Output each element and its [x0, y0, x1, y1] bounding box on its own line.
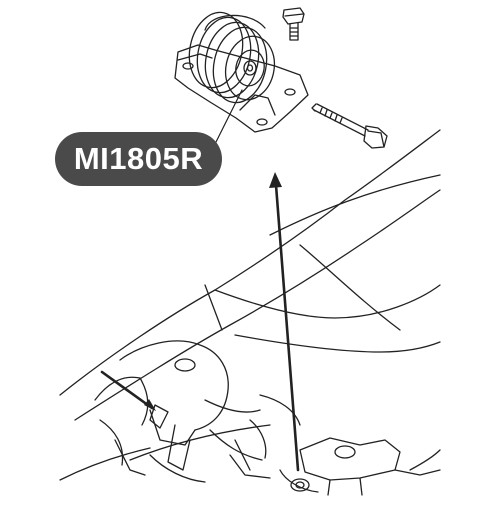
engine-mount-icon — [174, 11, 309, 133]
body-mount-bracket — [279, 437, 441, 496]
vehicle-body-outline — [59, 129, 441, 481]
arrow-up-icon — [269, 172, 300, 472]
engine-assembly — [94, 340, 301, 483]
leader-line — [211, 89, 243, 151]
part-number-label: MI1805R — [55, 132, 222, 186]
part-number-text: MI1805R — [73, 141, 204, 176]
bolt-icon — [282, 7, 305, 41]
long-bolt-icon — [311, 103, 388, 149]
pointer-arrow-left — [100, 370, 156, 411]
